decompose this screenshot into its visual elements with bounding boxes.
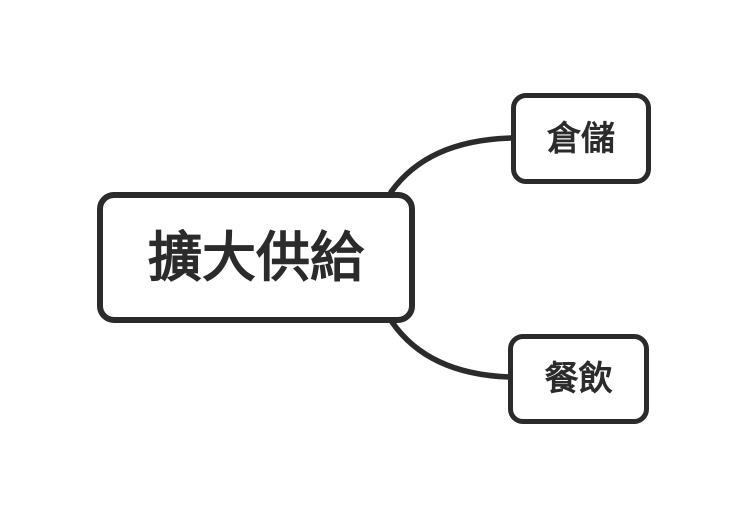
child-node-warehouse[interactable]: 倉儲 [511,93,651,184]
child-node-catering[interactable]: 餐飲 [508,334,649,424]
connector-root-to-top-child [388,135,515,195]
connector-root-to-bottom-child [389,319,512,380]
root-node[interactable]: 擴大供給 [97,192,415,323]
child-node-warehouse-label: 倉儲 [547,119,615,158]
child-node-catering-label: 餐飲 [544,360,613,398]
root-node-label: 擴大供給 [148,227,364,288]
